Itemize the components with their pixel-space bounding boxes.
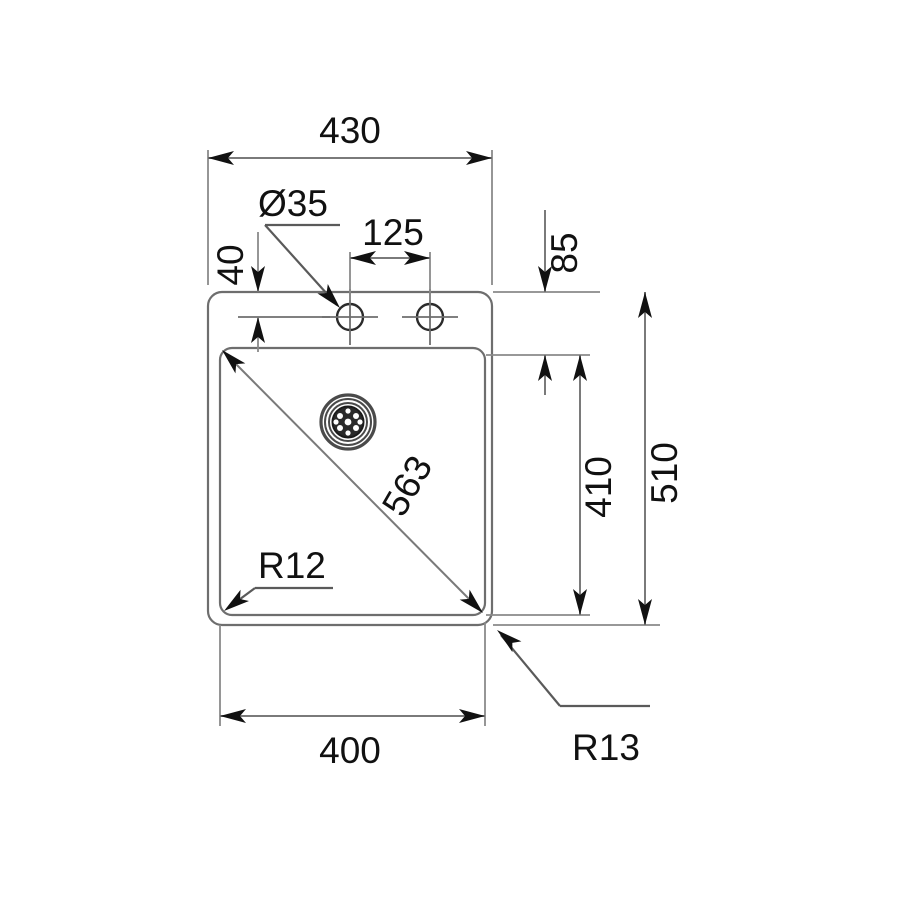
label-rim-top-offset: 85 (544, 232, 585, 273)
label-tap-hole-diameter: Ø35 (258, 183, 328, 224)
dimension-bowl-width: 400 (219, 622, 486, 771)
dimension-overall-height: 510 (493, 292, 685, 626)
label-bowl-corner-radius: R12 (258, 545, 326, 586)
leader-tap-hole-diameter: Ø35 (258, 183, 346, 313)
dimension-tap-hole-spacing: 125 (349, 212, 431, 300)
label-overall-height: 510 (644, 442, 685, 504)
label-overall-width: 430 (319, 110, 381, 151)
label-tap-hole-edge-offset: 40 (210, 244, 251, 285)
dimension-tap-hole-edge-offset: 40 (210, 232, 265, 352)
label-outer-corner-radius: R13 (572, 727, 640, 768)
label-bowl-height: 410 (578, 456, 619, 518)
dimension-rim-top-offset: 85 (486, 210, 600, 395)
label-bowl-width: 400 (319, 730, 381, 771)
leader-bowl-corner-radius: R12 (219, 545, 333, 617)
leader-outer-corner-radius: R13 (492, 624, 650, 768)
label-bowl-diagonal: 563 (374, 449, 440, 523)
dimension-bowl-height: 410 (486, 355, 619, 616)
label-tap-hole-spacing: 125 (362, 212, 424, 253)
dimension-overall-width: 430 (207, 110, 493, 285)
sink-bowl (218, 346, 487, 617)
drain-strainer (319, 393, 377, 451)
